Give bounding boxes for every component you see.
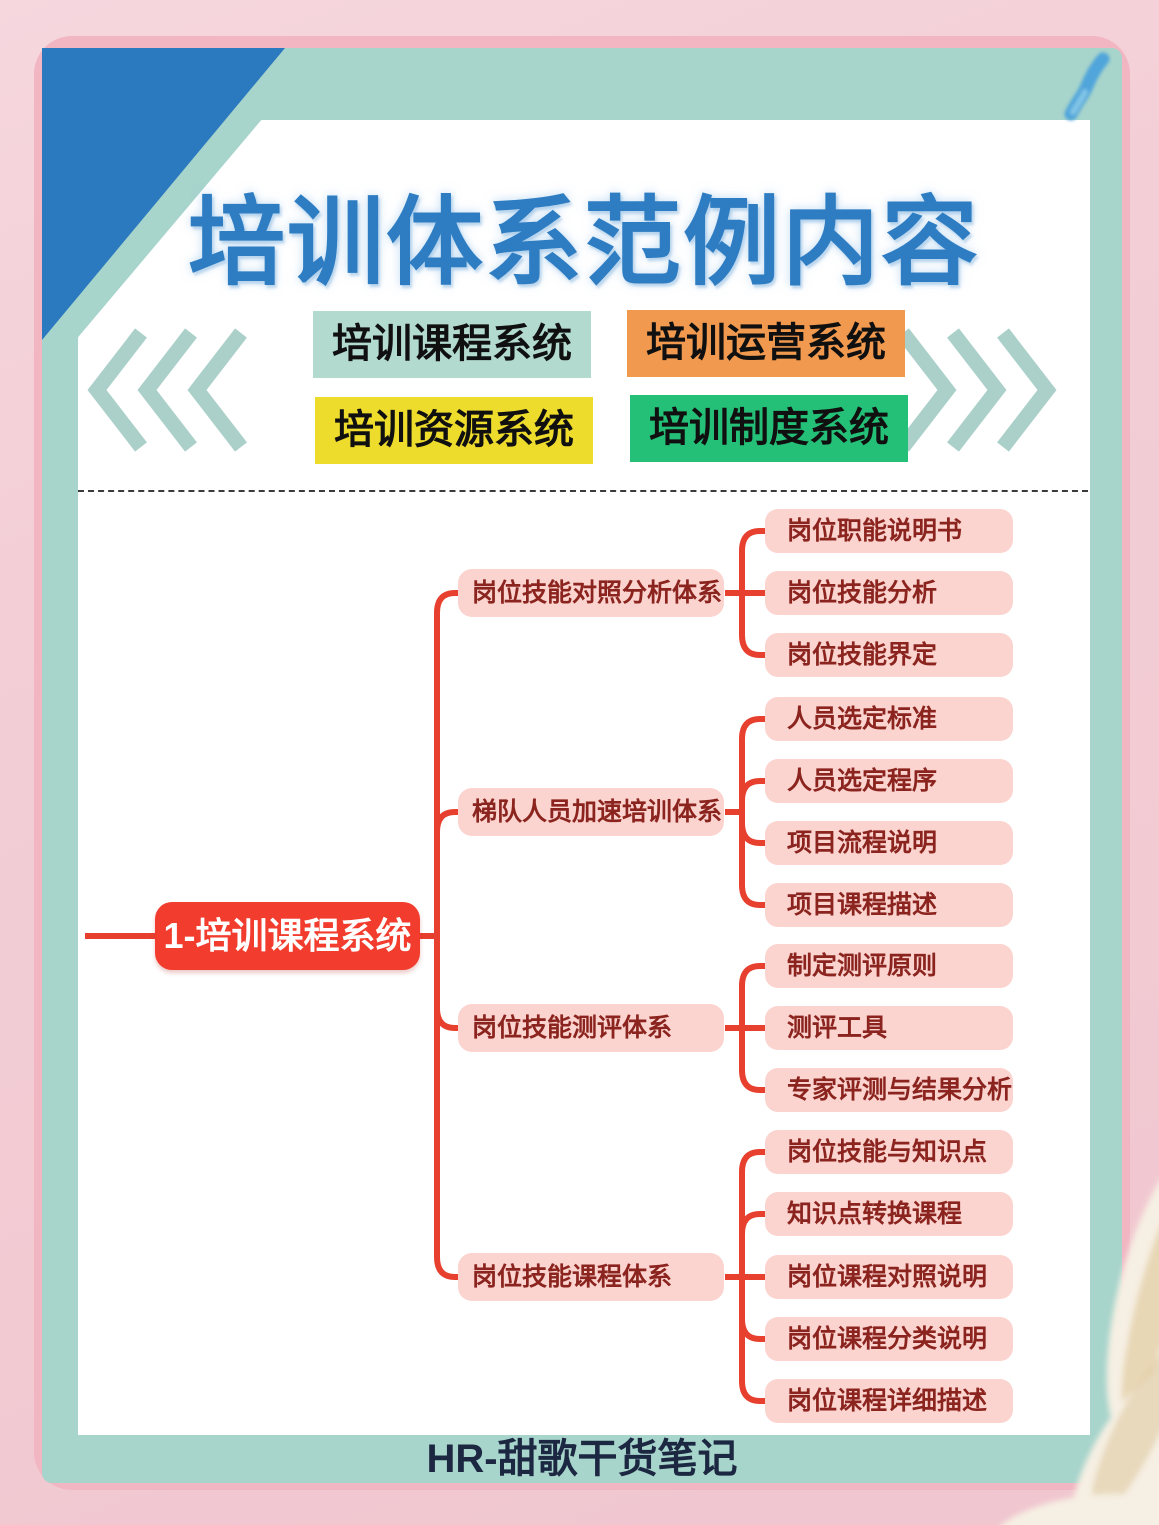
badge-training-operation-system: 培训运营系统 — [627, 310, 905, 377]
page-title: 培训体系范例内容 — [188, 188, 980, 297]
badge-training-course-system: 培训课程系统 — [313, 311, 591, 378]
leaf-node: 知识点转换课程 — [765, 1192, 1013, 1236]
leaf-node: 人员选定程序 — [765, 759, 1013, 803]
dashed-divider — [78, 490, 1088, 492]
leaf-node: 测评工具 — [765, 1006, 1013, 1050]
mindmap-root-node: 1-培训课程系统 — [155, 902, 420, 970]
flower-decoration — [990, 1144, 1159, 1525]
leaf-node: 岗位技能与知识点 — [765, 1130, 1013, 1174]
leaf-node: 制定测评原则 — [765, 944, 1013, 988]
branch-node-echelon-training: 梯队人员加速培训体系 — [458, 788, 724, 836]
brush-stroke-decoration — [1064, 52, 1110, 121]
leaf-node: 项目课程描述 — [765, 883, 1013, 927]
leaf-node: 岗位课程分类说明 — [765, 1317, 1013, 1361]
corner-triangle-decoration — [42, 48, 285, 340]
branch-node-skill-course: 岗位技能课程体系 — [458, 1253, 724, 1301]
leaf-node: 岗位技能界定 — [765, 633, 1013, 677]
branch-node-skill-comparison: 岗位技能对照分析体系 — [458, 569, 724, 617]
badge-training-resource-system: 培训资源系统 — [315, 397, 593, 464]
chevrons-left-decoration — [87, 328, 247, 452]
leaf-node: 岗位课程详细描述 — [765, 1379, 1013, 1423]
badge-training-policy-system: 培训制度系统 — [630, 395, 908, 462]
leaf-node: 岗位技能分析 — [765, 571, 1013, 615]
leaf-node: 岗位课程对照说明 — [765, 1255, 1013, 1299]
leaf-node: 岗位职能说明书 — [765, 509, 1013, 553]
footer-watermark: HR-甜歌干货笔记 — [426, 1437, 738, 1481]
chevrons-right-decoration — [897, 328, 1057, 452]
leaf-node: 项目流程说明 — [765, 821, 1013, 865]
leaf-node: 人员选定标准 — [765, 697, 1013, 741]
mindmap-connectors — [85, 528, 765, 1404]
leaf-node: 专家评测与结果分析 — [765, 1068, 1013, 1112]
branch-node-skill-assessment: 岗位技能测评体系 — [458, 1004, 724, 1052]
